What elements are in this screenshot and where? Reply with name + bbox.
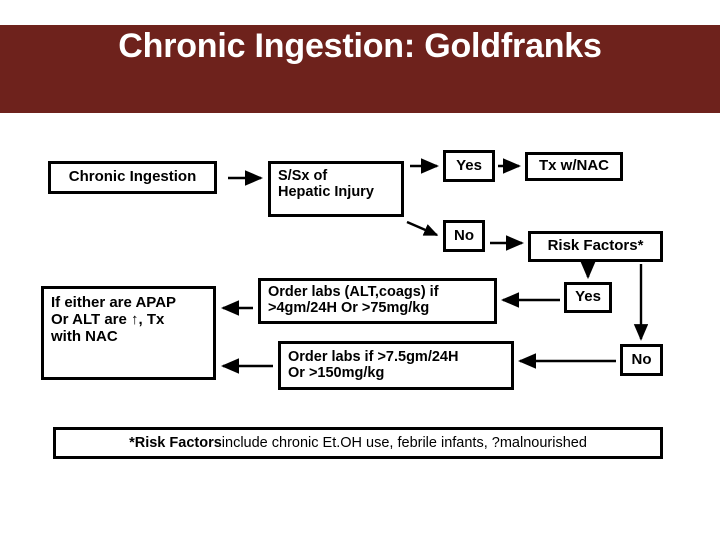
node-apap-alt-treatment-line2: Or ALT are ↑, Tx <box>51 310 165 328</box>
node-tx-with-nac[interactable]: Tx w/NAC <box>525 152 623 181</box>
node-yes-risk-factors-label: Yes <box>575 288 601 306</box>
node-chronic-ingestion[interactable]: Chronic Ingestion <box>48 161 217 194</box>
title-banner <box>0 25 720 113</box>
node-order-labs-risk-negative-line1: Order labs if >7.5gm/24H <box>288 349 459 365</box>
node-tx-with-nac-label: Tx w/NAC <box>538 157 609 175</box>
node-no-hepatic-injury[interactable]: No <box>443 220 485 252</box>
node-ssx-hepatic-injury-line2: Hepatic Injury <box>278 184 374 201</box>
node-risk-factors-label: Risk Factors* <box>547 237 644 255</box>
node-yes-hepatic-injury-label: Yes <box>456 156 482 174</box>
node-apap-alt-treatment-line1: If either are APAP <box>51 294 177 311</box>
node-order-labs-risk-negative-line2: Or >150mg/kg <box>288 365 385 382</box>
node-order-labs-risk-negative[interactable]: Order labs if >7.5gm/24H Or >150mg/kg <box>278 341 514 390</box>
node-yes-hepatic-injury[interactable]: Yes <box>443 150 495 182</box>
footnote-box: *Risk Factors include chronic Et.OH use,… <box>53 427 663 459</box>
node-no-risk-factors[interactable]: No <box>620 344 663 376</box>
node-no-hepatic-injury-label: No <box>454 226 474 244</box>
node-yes-risk-factors[interactable]: Yes <box>564 282 612 313</box>
node-ssx-hepatic-injury[interactable]: S/Sx of Hepatic Injury <box>268 161 404 217</box>
node-risk-factors[interactable]: Risk Factors* <box>528 231 663 262</box>
node-order-labs-risk-positive[interactable]: Order labs (ALT,coags) if >4gm/24H Or >7… <box>258 278 497 324</box>
arrow-ssx-to-no <box>406 220 439 237</box>
footnote-text: include chronic Et.OH use, febrile infan… <box>221 435 587 451</box>
node-chronic-ingestion-label: Chronic Ingestion <box>68 168 197 186</box>
node-apap-alt-treatment-line3: with NAC <box>51 327 118 345</box>
node-apap-alt-treatment[interactable]: If either are APAP Or ALT are ↑, Tx with… <box>41 286 216 380</box>
footnote-term: *Risk Factors <box>129 435 222 451</box>
node-ssx-hepatic-injury-line1: S/Sx of <box>278 168 328 184</box>
node-order-labs-risk-positive-line1: Order labs (ALT,coags) if <box>268 284 439 300</box>
node-order-labs-risk-positive-line2: >4gm/24H Or >75mg/kg <box>268 300 430 317</box>
node-no-risk-factors-label: No <box>631 350 652 368</box>
page-title: Chronic Ingestion: Goldfranks <box>118 27 602 65</box>
